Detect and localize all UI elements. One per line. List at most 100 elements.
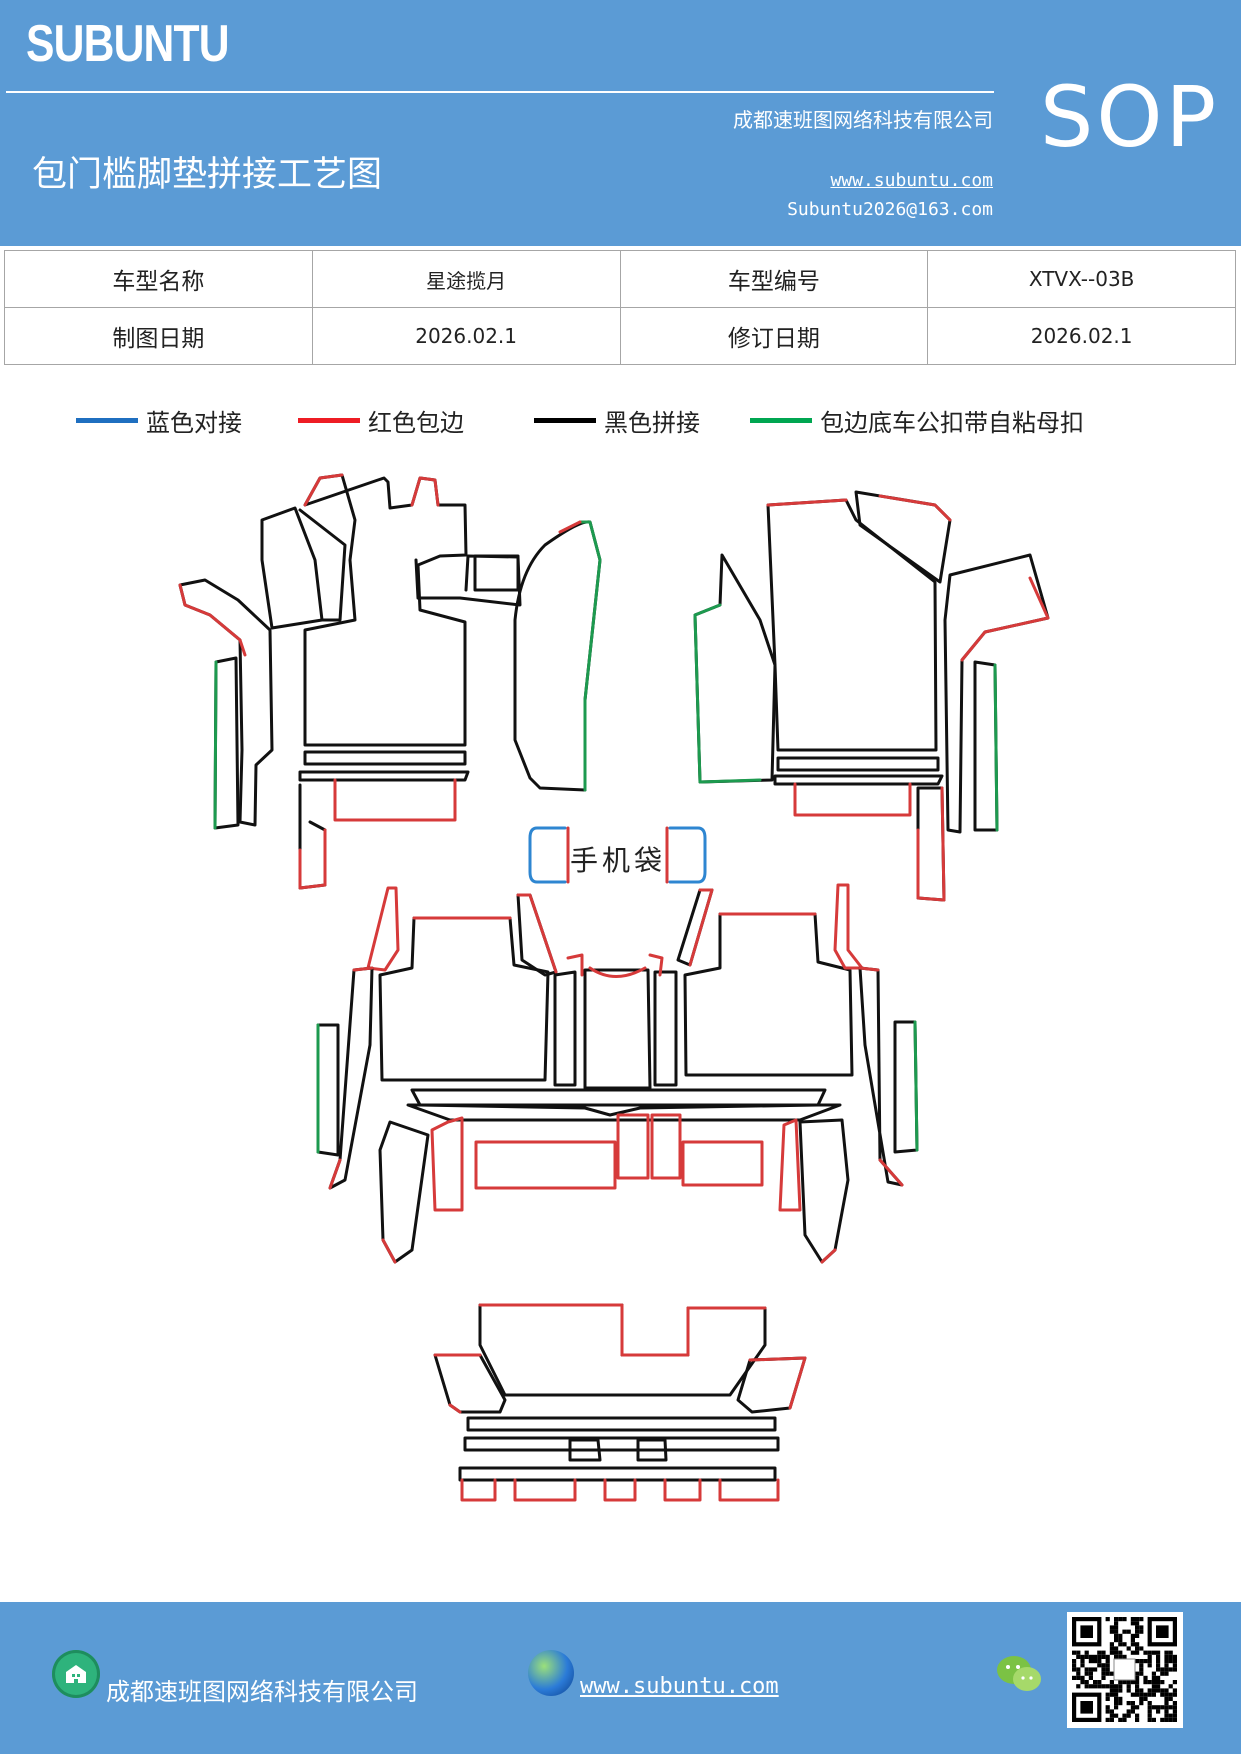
mid-left-lower-pad-edge bbox=[381, 1238, 397, 1264]
left-sill-strip bbox=[213, 656, 240, 830]
passenger-mat-top-edge bbox=[766, 498, 848, 507]
rear-center-tab-left bbox=[568, 1438, 602, 1462]
sop-badge: SOP bbox=[1040, 68, 1220, 166]
legend-swatch-blue bbox=[76, 417, 138, 423]
rear-floor-strip-2 bbox=[463, 1436, 780, 1452]
mid-center-tunnel-edge bbox=[588, 966, 647, 978]
mid-left-top-tab bbox=[366, 886, 400, 972]
mid-left-seat-tab bbox=[516, 893, 558, 977]
legend-item-black: 黑色拼接 bbox=[534, 400, 700, 440]
rear-center-tab-right bbox=[636, 1438, 668, 1462]
value-revise-date: 2026.02.1 bbox=[927, 307, 1236, 365]
mid-right-seat-tab bbox=[676, 888, 714, 967]
globe-icon bbox=[528, 1650, 574, 1696]
mid-right-seat-tab-edge bbox=[688, 888, 714, 967]
phone-pocket-right-cap bbox=[668, 826, 707, 884]
mid-right-top-tab bbox=[833, 883, 864, 970]
driver-rear-flap bbox=[333, 778, 457, 822]
label-draw-date: 制图日期 bbox=[4, 307, 313, 365]
center-front-curved-mat bbox=[513, 520, 602, 792]
passenger-top-pad-edge bbox=[878, 494, 952, 522]
header-email[interactable]: Subuntu2026@163.com bbox=[787, 199, 993, 220]
mid-right-sill bbox=[893, 1020, 919, 1154]
rear-row-mats bbox=[433, 1303, 807, 1502]
value-model-code: XTVX--03B bbox=[927, 250, 1236, 308]
mid-center-left-strip-tip bbox=[566, 953, 584, 977]
front-left-sill-piece bbox=[178, 578, 274, 827]
front-left-sill-edge bbox=[178, 583, 247, 657]
mid-center-tunnel-mat bbox=[583, 968, 652, 1090]
mid-left-seat-mat bbox=[378, 916, 550, 1082]
mid-right-seat-mat bbox=[683, 912, 854, 1077]
phone-pocket-label: 手机袋 bbox=[570, 844, 666, 877]
mid-left-lower-flap bbox=[430, 1116, 464, 1212]
center-mat-red-edge bbox=[558, 520, 582, 534]
driver-console-box bbox=[473, 554, 520, 592]
mid-center-lower-tab-left bbox=[616, 1113, 650, 1180]
mid-center-lower-tab-right bbox=[650, 1113, 682, 1180]
passenger-floor-strip-2 bbox=[773, 774, 944, 786]
rear-floor-strip bbox=[466, 1416, 777, 1432]
front-left-mats bbox=[178, 473, 602, 890]
legend-label: 包边底车公扣带自粘母扣 bbox=[820, 408, 1084, 437]
driver-console-pad bbox=[414, 554, 522, 607]
wechat-icon bbox=[997, 1656, 1041, 1691]
mid-center-right-strip-tip bbox=[648, 953, 664, 977]
rear-right-wing bbox=[736, 1356, 807, 1414]
mid-right-lower-flap bbox=[778, 1118, 802, 1212]
footer-banner: 成都速班图网络科技有限公司 www.subuntu.com bbox=[0, 1602, 1241, 1754]
mid-center-lower-flap-left bbox=[474, 1140, 617, 1190]
mid-left-strip-edge bbox=[328, 966, 374, 1190]
vehicle-info-table: 车型名称 星途揽月 车型编号 XTVX--03B 制图日期 2026.02.1 … bbox=[4, 250, 1236, 365]
mid-right-lower-pad bbox=[798, 1118, 850, 1264]
value-draw-date: 2026.02.1 bbox=[311, 307, 621, 365]
building-icon-glyph bbox=[66, 1665, 86, 1683]
mid-center-left-strip bbox=[553, 970, 577, 1087]
left-sill-strip-green-edge bbox=[213, 660, 218, 830]
footer-company: 成都速班图网络科技有限公司 bbox=[106, 1678, 418, 1706]
passenger-side-tab-edge bbox=[916, 786, 946, 902]
page-title: 包门槛脚垫拼接工艺图 bbox=[32, 155, 383, 195]
driver-floor-strip bbox=[303, 750, 467, 766]
table-row: 车型名称 星途揽月 车型编号 XTVX--03B bbox=[4, 250, 1236, 308]
middle-row-mats bbox=[316, 883, 919, 1264]
value-model-name: 星途揽月 bbox=[311, 250, 621, 308]
mid-left-seat-tab-edge bbox=[516, 893, 558, 974]
legend-label: 黑色拼接 bbox=[604, 408, 700, 437]
rear-right-wing-edge bbox=[748, 1356, 807, 1410]
center-mat-green-edge bbox=[578, 520, 602, 792]
legend-swatch-black bbox=[534, 417, 596, 423]
passenger-main-mat bbox=[766, 498, 938, 752]
driver-main-mat bbox=[303, 473, 468, 747]
header-website-link[interactable]: www.subuntu.com bbox=[830, 170, 993, 191]
header-divider bbox=[6, 91, 994, 93]
mid-center-lower-flap-right bbox=[681, 1140, 764, 1187]
mid-cross-strip bbox=[410, 1088, 827, 1117]
building-icon bbox=[52, 1650, 100, 1698]
mid-right-strip-edge bbox=[858, 966, 904, 1187]
legend-item-red: 红色包边 bbox=[298, 400, 464, 440]
passenger-rear-flap bbox=[793, 782, 912, 817]
passenger-left-curved-mat bbox=[693, 553, 777, 784]
legend-label: 红色包边 bbox=[368, 408, 464, 437]
header-banner: SUBUNTU 成都速班图网络科技有限公司 包门槛脚垫拼接工艺图 www.sub… bbox=[0, 0, 1241, 246]
label-model-code: 车型编号 bbox=[619, 250, 929, 308]
header-company: 成都速班图网络科技有限公司 bbox=[733, 108, 993, 132]
rear-floor-strip-3 bbox=[458, 1466, 777, 1482]
passenger-side-tab bbox=[916, 786, 946, 902]
legend-label: 蓝色对接 bbox=[146, 408, 242, 437]
qr-code bbox=[1067, 1612, 1183, 1728]
driver-floor-strip-2 bbox=[298, 770, 470, 782]
footer-website-link[interactable]: www.subuntu.com bbox=[580, 1674, 779, 1699]
legend-swatch-green bbox=[750, 417, 812, 423]
rear-left-wing bbox=[433, 1353, 507, 1414]
driver-side-pad bbox=[260, 506, 324, 630]
right-sill-strip bbox=[973, 660, 999, 832]
driver-mat-notch-edge bbox=[410, 476, 440, 507]
phone-pocket-left-cap bbox=[528, 826, 567, 884]
driver-side-tab bbox=[298, 783, 327, 890]
mid-right-sill-green bbox=[913, 1020, 919, 1152]
line-legend: 蓝色对接 红色包边 黑色拼接 包边底车公扣带自粘母扣 bbox=[0, 400, 1241, 440]
right-sill-strip-green-edge bbox=[993, 663, 999, 832]
phone-pocket-group: 手机袋 bbox=[528, 826, 707, 884]
